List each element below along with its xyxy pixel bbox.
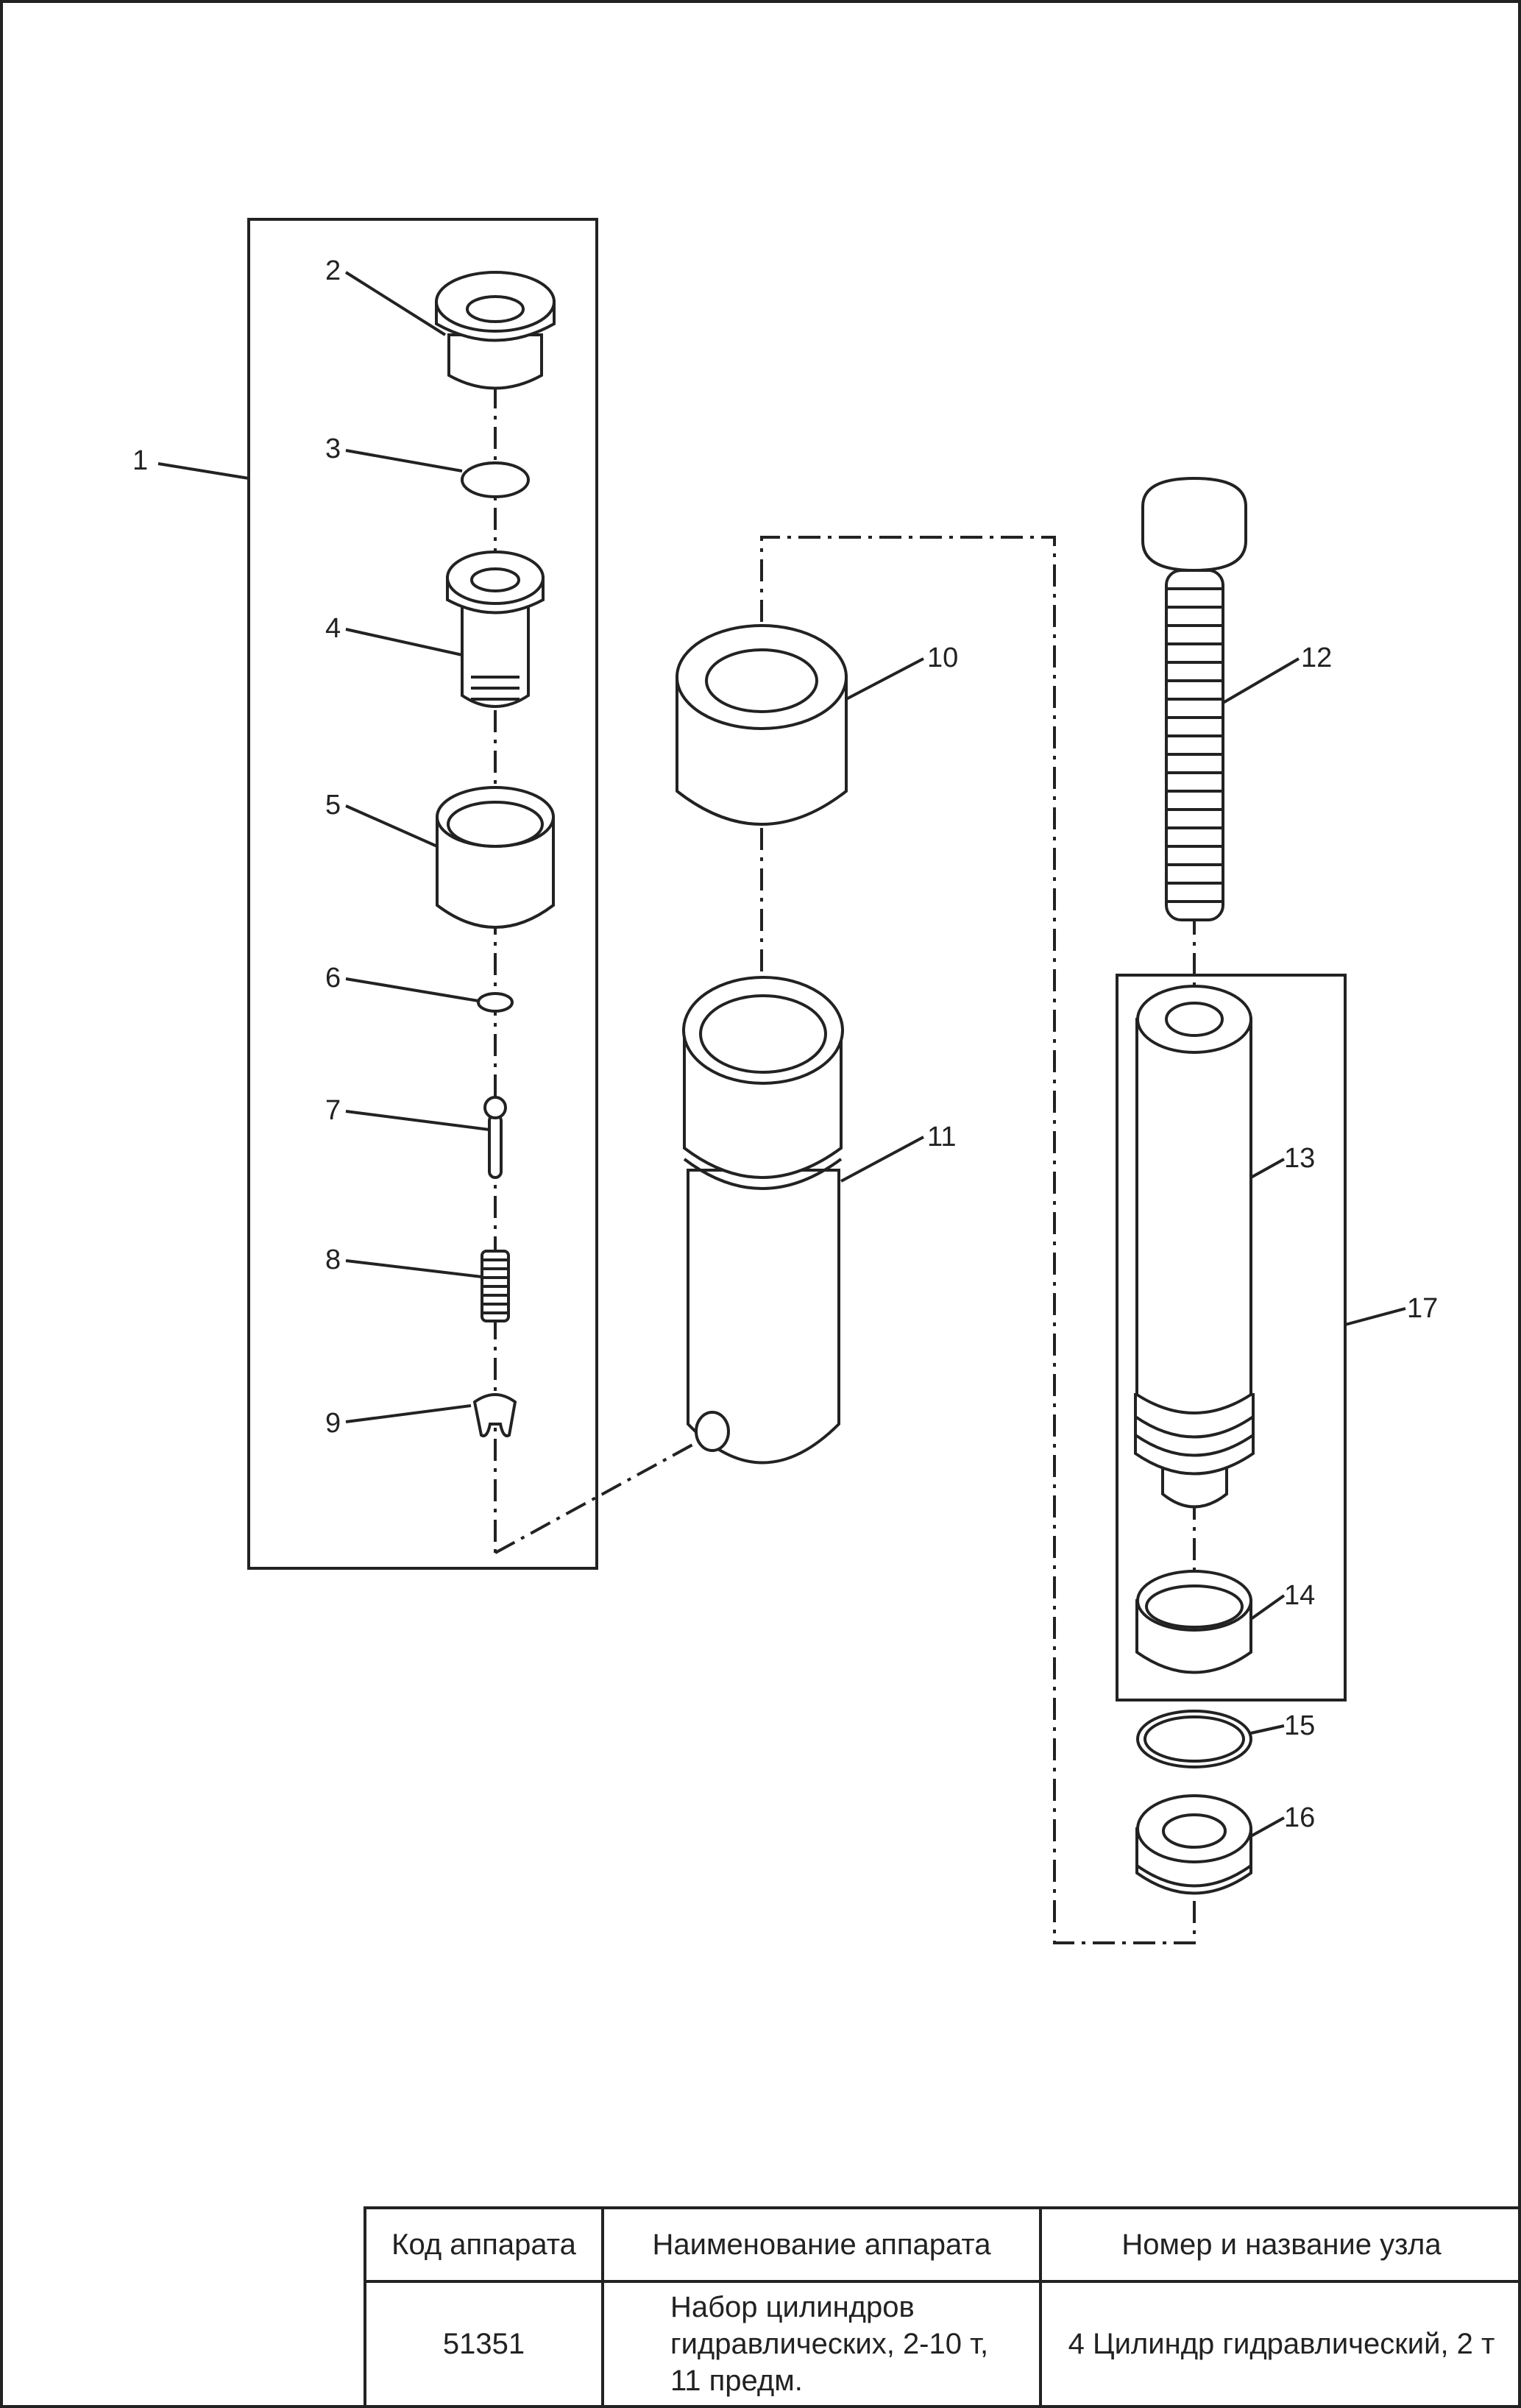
center-lines bbox=[494, 386, 1196, 1944]
leader-lines bbox=[157, 271, 1406, 1838]
part-16-base-ring bbox=[1135, 1794, 1252, 1895]
callout-5: 5 bbox=[325, 790, 341, 821]
callout-17: 17 bbox=[1407, 1293, 1438, 1324]
part-8-spring bbox=[481, 1250, 510, 1322]
title-block-data-row: 51351 Набор цилиндров гидравлических, 2-… bbox=[364, 2280, 1521, 2408]
part-12-threaded-screw bbox=[1141, 476, 1247, 921]
part-10-collar bbox=[676, 624, 848, 826]
callout-13: 13 bbox=[1284, 1143, 1315, 1174]
part-4-threaded-plug bbox=[446, 550, 545, 708]
callout-15: 15 bbox=[1284, 1710, 1315, 1741]
assembly-box-17 bbox=[1116, 974, 1347, 1701]
part-5-sleeve bbox=[436, 786, 555, 929]
callout-6: 6 bbox=[325, 963, 341, 994]
header-code: Код аппарата bbox=[364, 2206, 604, 2283]
part-3-o-ring bbox=[461, 461, 530, 498]
part-9-retainer-clip bbox=[472, 1393, 517, 1437]
part-14-cup bbox=[1135, 1570, 1252, 1674]
callout-14: 14 bbox=[1284, 1580, 1315, 1611]
callout-1: 1 bbox=[132, 445, 148, 476]
assembly-box-1 bbox=[247, 218, 598, 1570]
callout-7: 7 bbox=[325, 1095, 341, 1126]
callout-2: 2 bbox=[325, 255, 341, 286]
part-11-cylinder-body bbox=[682, 976, 844, 1465]
part-2-flanged-bushing bbox=[435, 271, 556, 390]
cell-name: Набор цилиндров гидравлических, 2-10 т, … bbox=[601, 2280, 1042, 2408]
callout-10: 10 bbox=[927, 642, 958, 673]
header-name: Наименование аппарата bbox=[601, 2206, 1042, 2283]
cell-code: 51351 bbox=[364, 2280, 604, 2408]
callout-3: 3 bbox=[325, 433, 341, 464]
part-13-piston bbox=[1134, 985, 1255, 1509]
callout-4: 4 bbox=[325, 613, 341, 644]
part-6-small-ring bbox=[477, 992, 514, 1013]
cell-unit: 4 Цилиндр гидравлический, 2 т bbox=[1039, 2280, 1521, 2408]
callout-11: 11 bbox=[927, 1122, 956, 1152]
callout-8: 8 bbox=[325, 1244, 341, 1275]
callout-9: 9 bbox=[325, 1408, 341, 1439]
callout-16: 16 bbox=[1284, 1802, 1315, 1833]
callout-12: 12 bbox=[1301, 642, 1332, 673]
title-block-table: Код аппарата Наименование аппарата Номер… bbox=[364, 2206, 1521, 2408]
title-block-header-row: Код аппарата Наименование аппарата Номер… bbox=[364, 2206, 1521, 2283]
header-unit: Номер и название узла bbox=[1039, 2206, 1521, 2283]
part-7-ball-pin bbox=[483, 1096, 507, 1179]
part-15-ring-seal bbox=[1136, 1710, 1252, 1768]
